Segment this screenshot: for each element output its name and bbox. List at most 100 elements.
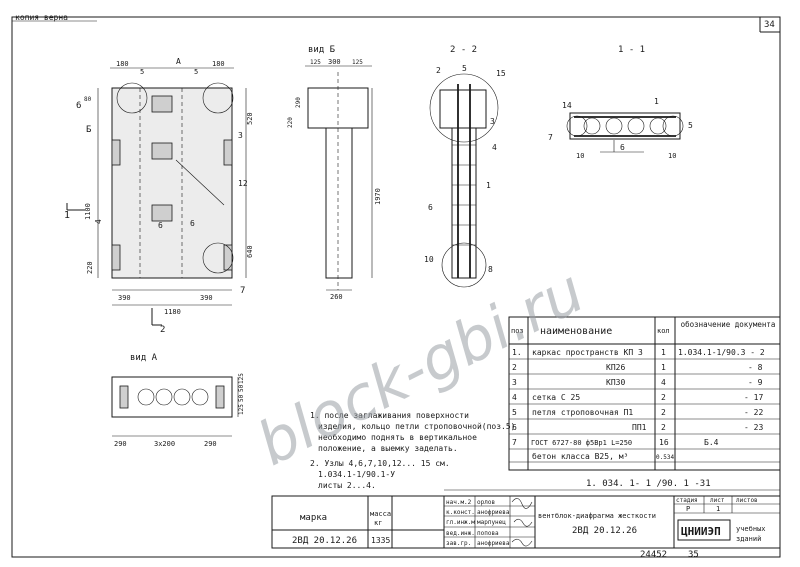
main-label: А bbox=[176, 57, 181, 66]
inventory-number: 24452 bbox=[640, 550, 667, 560]
section-1-1-label: 10 bbox=[668, 152, 676, 160]
svg-text:сетка С 25: сетка С 25 bbox=[532, 393, 580, 402]
svg-text:0.534: 0.534 bbox=[656, 454, 674, 461]
section-2-2-label: 15 bbox=[496, 69, 506, 78]
spec-row: 6 ПП1 2 - 23 bbox=[512, 423, 763, 432]
main-dim: 1100 bbox=[84, 203, 92, 220]
sign-role: нач.м.2 bbox=[446, 499, 472, 506]
main-dim: 520 bbox=[246, 112, 254, 125]
main-elevation: 180 5 180 5 А 6 80 Б 1 1100 4 6 220 520 … bbox=[64, 57, 254, 335]
section-1-1-label: 14 bbox=[562, 101, 572, 110]
main-dim: 1180 bbox=[164, 308, 181, 316]
svg-text:1: 1 bbox=[661, 348, 666, 357]
page-number: 35 bbox=[688, 550, 699, 560]
sign-name: попова bbox=[477, 530, 499, 537]
title-block: марка масса кг 2ВД 20.12.26 1335 нач.м.2… bbox=[271, 479, 781, 549]
sheet-frame bbox=[11, 16, 781, 558]
sign-name: анофриева bbox=[477, 509, 510, 516]
section-1-1-title: 1 - 1 bbox=[618, 45, 645, 55]
section-2-2-label: 3 bbox=[490, 117, 495, 126]
view-b-dim: 220 bbox=[287, 117, 294, 128]
main-dim: 80 bbox=[84, 96, 92, 103]
mass-unit: кг bbox=[374, 519, 382, 527]
sheet-header: лист bbox=[710, 497, 725, 504]
signature-scribbles bbox=[511, 498, 533, 547]
sign-name: анофриева bbox=[477, 540, 510, 547]
spec-header-name: наименование bbox=[540, 326, 612, 337]
notes: 1. после заглаживания поверхности издели… bbox=[310, 411, 515, 490]
svg-text:6: 6 bbox=[512, 423, 517, 432]
section-1-1-label: 7 bbox=[548, 133, 553, 142]
org-sub1: учебных bbox=[736, 525, 766, 533]
svg-text:2: 2 bbox=[661, 408, 666, 417]
main-label: 6 bbox=[190, 219, 195, 228]
main-label: 7 bbox=[240, 286, 245, 296]
main-dim: 390 bbox=[200, 294, 213, 302]
spec-table: поз наименование кол обозначение докумен… bbox=[508, 316, 781, 471]
section-2-2-label: 6 bbox=[428, 203, 433, 212]
org-sub2: зданий bbox=[736, 535, 761, 543]
main-dim: 640 bbox=[246, 245, 254, 258]
svg-text:ГОСТ 6727-80 ф5Вр1 L=250: ГОСТ 6727-80 ф5Вр1 L=250 bbox=[531, 439, 632, 447]
spec-header-qty: кол bbox=[657, 327, 670, 335]
sign-role: к.конст. bbox=[446, 509, 475, 516]
view-a-dim: 290 bbox=[114, 440, 127, 448]
svg-text:КП30: КП30 bbox=[606, 378, 625, 387]
doc-code: 1. 034. 1- 1 /90. 1 -31 bbox=[586, 479, 711, 489]
section-2-2-label: 5 bbox=[462, 64, 467, 73]
sign-role: вед.инж. bbox=[446, 530, 475, 537]
spec-row: 7 ГОСТ 6727-80 ф5Вр1 L=250 16 Б.4 bbox=[512, 438, 719, 447]
main-label: 12 bbox=[238, 179, 248, 188]
sign-role: зав.гр. bbox=[446, 540, 471, 547]
view-a-dim: 125 bbox=[238, 373, 245, 384]
svg-text:2: 2 bbox=[512, 363, 517, 372]
main-dim: 5 bbox=[140, 68, 144, 76]
main-label: 2 bbox=[160, 325, 165, 335]
detail-circle bbox=[116, 82, 148, 114]
main-dim: 180 bbox=[212, 60, 225, 68]
svg-text:4: 4 bbox=[512, 393, 517, 402]
svg-text:- 17: - 17 bbox=[744, 393, 763, 402]
sign-name: марпунец bbox=[477, 519, 506, 526]
view-b-dim: 1970 bbox=[374, 188, 382, 205]
main-label: 6 bbox=[76, 101, 81, 111]
main-label: Б bbox=[86, 125, 91, 135]
doc-title-line1: вентблок-диафрагма жесткости bbox=[538, 512, 656, 520]
main-label: 6 bbox=[158, 221, 163, 230]
svg-text:5: 5 bbox=[512, 408, 517, 417]
svg-text:- 23: - 23 bbox=[744, 423, 763, 432]
section-2-2-label: 10 bbox=[424, 255, 434, 264]
view-b-title: вид Б bbox=[308, 45, 335, 55]
spec-row: 1. каркас пространств КП 3 1 1.034.1-1/9… bbox=[512, 348, 765, 357]
svg-text:1: 1 bbox=[661, 363, 666, 372]
spec-header-doc: обозначение документа bbox=[680, 320, 776, 329]
section-2-2-title: 2 - 2 bbox=[450, 45, 477, 55]
main-dim: 220 bbox=[86, 261, 94, 274]
note-line: 2. Узлы 4,6,7,10,12... 15 см. bbox=[310, 459, 450, 468]
mass-value: 1335 bbox=[371, 536, 390, 545]
svg-text:КП26: КП26 bbox=[606, 363, 625, 372]
svg-text:16: 16 bbox=[659, 438, 669, 447]
section-1-1-label: 5 bbox=[688, 121, 693, 130]
detail-circle bbox=[202, 242, 234, 274]
spec-row: бетон класса В25, м³ 0.534 bbox=[532, 451, 674, 461]
section-2-2: 2 - 2 2 5 15 3 4 1 6 10 8 bbox=[424, 45, 506, 288]
sheet-value: 1 bbox=[716, 505, 720, 513]
view-a-dim: 125 bbox=[238, 404, 245, 415]
mass-header: масса bbox=[370, 510, 391, 518]
svg-text:ПП1: ПП1 bbox=[632, 423, 647, 432]
view-a-dim: 3x200 bbox=[154, 440, 175, 448]
note-line: 1.034.1-1/90.1-У bbox=[318, 470, 395, 479]
main-dim: 5 bbox=[194, 68, 198, 76]
section-2-2-label: 8 bbox=[488, 265, 493, 274]
svg-text:бетон класса В25, м³: бетон класса В25, м³ bbox=[532, 451, 628, 461]
svg-text:каркас пространств КП 3: каркас пространств КП 3 bbox=[532, 348, 643, 357]
copy-label: копия верна bbox=[15, 13, 68, 22]
org-logo-box bbox=[677, 519, 731, 541]
svg-text:2: 2 bbox=[661, 423, 666, 432]
main-dim: 180 bbox=[116, 60, 129, 68]
spec-row: 2 КП26 1 - 8 bbox=[512, 363, 763, 372]
svg-text:2: 2 bbox=[661, 393, 666, 402]
sign-name: орлов bbox=[477, 499, 495, 506]
